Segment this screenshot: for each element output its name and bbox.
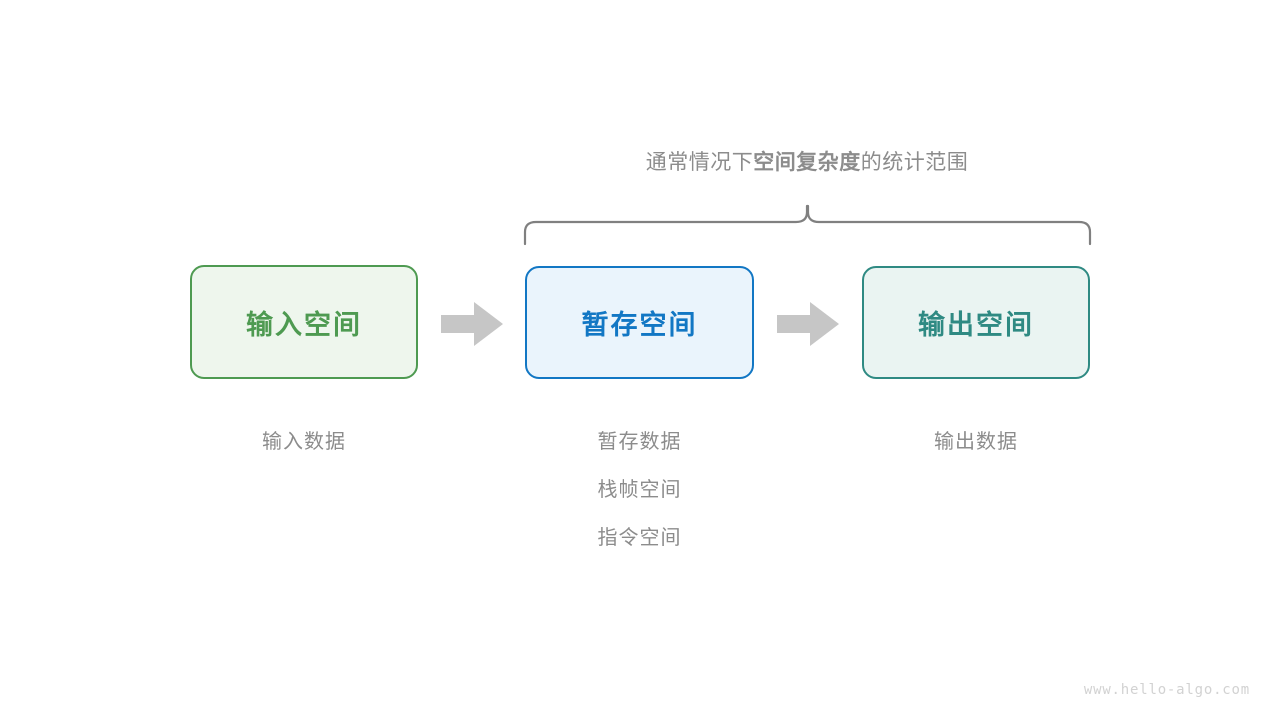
scope-caption-text: 通常情况下空间复杂度的统计范围: [646, 146, 969, 176]
box-output-space[interactable]: 输出空间: [862, 266, 1090, 379]
box-buffer-space[interactable]: 暂存空间: [525, 266, 754, 379]
arrow-right-icon: [777, 302, 839, 346]
caption-group-input: 输入数据: [190, 418, 418, 466]
watermark: www.hello-algo.com: [1083, 682, 1250, 698]
box-buffer-space-label: 暂存空间: [581, 310, 698, 340]
caption-buffer-line-1: 暂存数据: [597, 431, 682, 453]
caption-group-buffer: 暂存数据 栈帧空间 指令空间: [525, 418, 754, 562]
box-output-space-label: 输出空间: [918, 310, 1034, 340]
arrow-right-icon: [441, 302, 503, 346]
curly-brace-icon: [523, 204, 1092, 246]
caption-group-output: 输出数据: [862, 418, 1090, 466]
caption-input-line-1: 输入数据: [262, 431, 346, 453]
scope-caption-segment-suffix: 的统计范围: [860, 151, 969, 174]
caption-buffer-line-2: 栈帧空间: [597, 479, 682, 501]
caption-output-line-1: 输出数据: [934, 431, 1018, 453]
scope-caption-segment-prefix: 通常情况下: [645, 151, 754, 174]
caption-buffer-line-3: 指令空间: [597, 527, 682, 549]
box-input-space-label: 输入空间: [246, 309, 362, 340]
box-input-space[interactable]: 输入空间: [190, 265, 418, 379]
scope-caption: 通常情况下空间复杂度的统计范围: [0, 146, 1280, 176]
scope-caption-segment-emphasis: 空间复杂度: [753, 151, 861, 174]
